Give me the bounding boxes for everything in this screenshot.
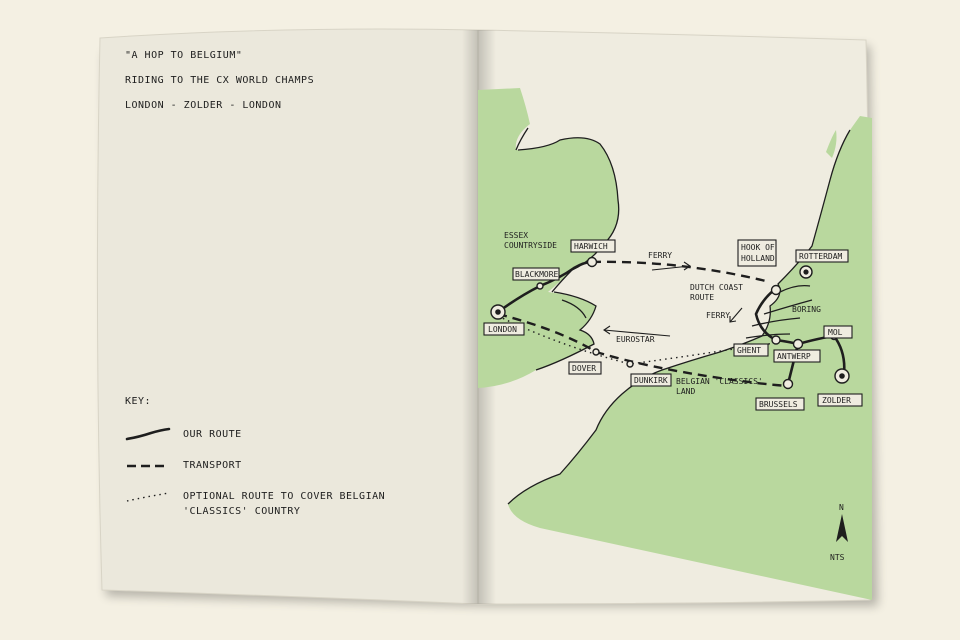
label-boxes: [483, 239, 863, 411]
label-zolder: ZOLDER: [822, 396, 851, 405]
scale-label: NTS: [830, 553, 845, 562]
label-ghent: GHENT: [737, 346, 761, 355]
title-line-1: "A HOP TO BELGIUM": [125, 50, 243, 61]
left-page: [96, 28, 479, 605]
label-blackmore: BLACKMORE: [515, 270, 559, 279]
label-hook-of-holland-line-2: HOLLAND: [741, 254, 775, 263]
label-brussels: BRUSSELS: [759, 400, 798, 409]
north-arrow-icon: [836, 514, 848, 542]
label-antwerp: ANTWERP: [777, 352, 811, 361]
continent-land: [508, 116, 872, 600]
place-marker-dots: [495, 269, 845, 379]
dotted-line-icon: [126, 492, 170, 502]
key-row-transport: TRANSPORT: [125, 458, 455, 473]
solid-line-icon: [125, 427, 171, 441]
key-row-our-route: OUR ROUTE: [125, 427, 455, 442]
annotation-classics: BELGIAN 'CLASSICS'LAND: [676, 377, 763, 396]
label-hook-of-holland: HOOK OF HOLLAND: [741, 243, 780, 263]
map-key: KEY: OUR ROUTE TRANSPORT OPTIONAL ROUTE …: [125, 396, 455, 535]
key-label-optional: OPTIONAL ROUTE TO COVER BELGIAN 'CLASSIC…: [183, 491, 386, 517]
dashed-line-icon: [127, 464, 169, 468]
key-label-transport: TRANSPORT: [183, 460, 242, 471]
annotation-ferry-small: FERRY: [706, 311, 730, 320]
title-block: "A HOP TO BELGIUM" RIDING TO THE CX WORL…: [125, 50, 455, 125]
annotation-arrows: [603, 261, 743, 337]
annotation-eurostar: EUROSTAR: [616, 335, 655, 344]
label-dover: DOVER: [572, 364, 596, 373]
annotation-boring: BORING: [792, 305, 821, 314]
label-mol: MOL: [828, 328, 843, 337]
key-heading: KEY:: [125, 396, 152, 407]
annotation-ferry: FERRY: [648, 251, 672, 260]
label-dunkirk: DUNKIRK: [634, 376, 668, 385]
key-row-optional: OPTIONAL ROUTE TO COVER BELGIAN 'CLASSIC…: [125, 489, 455, 519]
north-label: N: [839, 503, 844, 512]
label-hook-of-holland-line: HOOK OF: [741, 243, 775, 252]
frisian-island: [826, 130, 837, 158]
title-line-2: RIDING TO THE CX WORLD CHAMPS: [125, 75, 315, 86]
transport-route: [497, 260, 789, 388]
title-line-3: LONDON - ZOLDER - LONDON: [125, 100, 282, 111]
label-london: LONDON: [488, 325, 517, 334]
label-rotterdam: ROTTERDAM: [799, 252, 843, 261]
key-label-our-route: OUR ROUTE: [183, 429, 242, 440]
label-harwich: HARWICH: [574, 242, 608, 251]
